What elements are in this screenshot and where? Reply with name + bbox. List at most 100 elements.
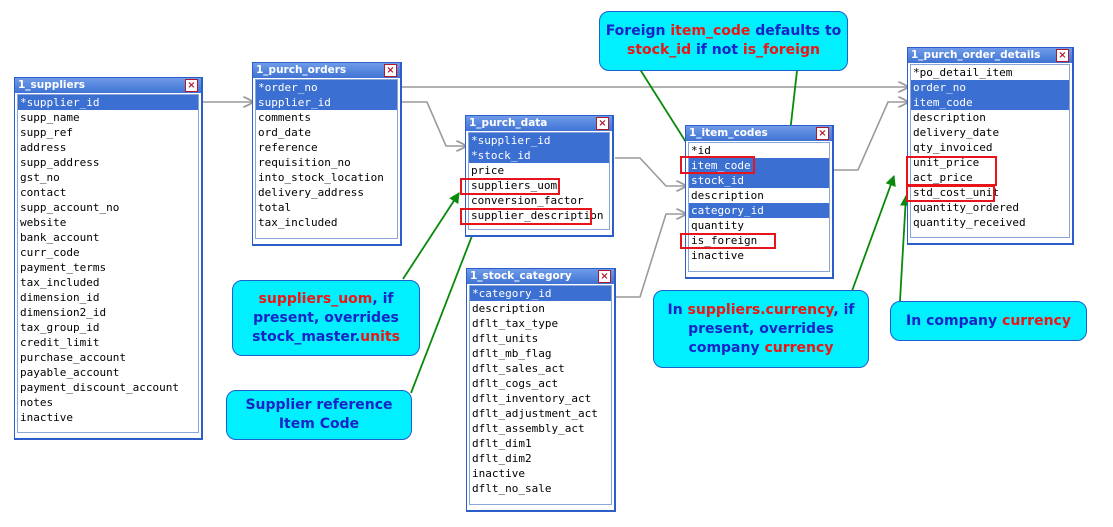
- field-row[interactable]: bank_account: [20, 231, 100, 244]
- close-icon[interactable]: ×: [598, 270, 611, 283]
- field-row[interactable]: *supplier_id: [469, 133, 609, 148]
- link-item-codes-to-order-details: [833, 102, 908, 171]
- field-row[interactable]: comments: [258, 111, 311, 124]
- field-row[interactable]: website: [20, 216, 67, 229]
- close-icon[interactable]: ×: [816, 127, 829, 140]
- field-row[interactable]: total: [258, 201, 292, 214]
- field-row[interactable]: is_foreign: [691, 234, 758, 247]
- field-row[interactable]: quantity: [691, 219, 744, 232]
- field-row[interactable]: contact: [20, 186, 67, 199]
- field-row[interactable]: payment_terms: [20, 261, 107, 274]
- note-text: In: [667, 301, 688, 318]
- field-row[interactable]: supp_ref: [20, 126, 73, 139]
- field-row[interactable]: unit_price: [913, 156, 980, 169]
- field-row[interactable]: dflt_adjustment_act: [472, 407, 598, 420]
- field-row[interactable]: tax_group_id: [20, 321, 100, 334]
- field-row[interactable]: *supplier_id: [18, 95, 198, 110]
- field-row[interactable]: supplier_id: [256, 95, 397, 110]
- field-row[interactable]: *id: [691, 144, 711, 157]
- field-row[interactable]: description: [472, 302, 545, 315]
- field-row[interactable]: credit_limit: [20, 336, 100, 349]
- table-header[interactable]: 1_purch_orders×: [253, 63, 400, 78]
- field-row[interactable]: payable_account: [20, 366, 120, 379]
- note-field-name: stock_id: [627, 42, 692, 58]
- field-row[interactable]: dflt_no_sale: [472, 482, 552, 495]
- field-row[interactable]: quantity_ordered: [913, 201, 1019, 214]
- table-header[interactable]: 1_item_codes ×: [686, 126, 832, 141]
- field-row[interactable]: supplier_description: [471, 209, 604, 222]
- field-row[interactable]: description: [691, 189, 764, 202]
- field-row[interactable]: address: [20, 141, 67, 154]
- field-row[interactable]: dflt_dim2: [472, 452, 532, 465]
- field-row[interactable]: dflt_sales_act: [472, 362, 565, 375]
- field-row[interactable]: supp_address: [20, 156, 100, 169]
- field-row[interactable]: purchase_account: [20, 351, 126, 364]
- field-row[interactable]: gst_no: [20, 171, 60, 184]
- field-row[interactable]: order_no: [911, 80, 1069, 95]
- field-row[interactable]: act_price: [913, 171, 973, 184]
- table-header[interactable]: 1_stock_category×: [467, 269, 614, 284]
- field-row[interactable]: suppliers_uom: [471, 179, 558, 192]
- field-row[interactable]: inactive: [691, 249, 744, 262]
- field-row[interactable]: qty_invoiced: [913, 141, 993, 154]
- field-row[interactable]: item_code: [689, 158, 829, 173]
- field-row[interactable]: curr_code: [20, 246, 80, 259]
- field-row[interactable]: item_code: [911, 95, 1069, 110]
- field-row[interactable]: category_id: [689, 203, 829, 218]
- field-row[interactable]: reference: [258, 141, 318, 154]
- field-row[interactable]: price: [471, 164, 505, 177]
- field-row[interactable]: dimension_id: [20, 291, 100, 304]
- field-row[interactable]: dimension2_id: [20, 306, 107, 319]
- close-icon[interactable]: ×: [384, 64, 397, 77]
- field-row[interactable]: *po_detail_item: [913, 66, 1013, 79]
- table-header[interactable]: 1_purch_order_details×: [908, 48, 1072, 63]
- note-text: Supplier reference: [245, 397, 393, 413]
- field-row[interactable]: quantity_received: [913, 216, 1026, 229]
- field-row[interactable]: dflt_mb_flag: [472, 347, 552, 360]
- close-icon[interactable]: ×: [596, 117, 609, 130]
- note-text: Foreign: [605, 23, 671, 39]
- field-row[interactable]: supp_name: [20, 111, 80, 124]
- field-row[interactable]: stock_id: [689, 173, 829, 188]
- field-row[interactable]: std_cost_unit: [913, 186, 1000, 199]
- field-row[interactable]: *stock_id: [469, 148, 609, 163]
- field-row[interactable]: requisition_no: [258, 156, 351, 169]
- field-row[interactable]: delivery_date: [913, 126, 1000, 139]
- field-row[interactable]: conversion_factor: [471, 194, 584, 207]
- field-row[interactable]: dflt_dim1: [472, 437, 532, 450]
- field-row[interactable]: dflt_assembly_act: [472, 422, 585, 435]
- highlight-item-code: [680, 156, 755, 174]
- field-row[interactable]: delivery_address: [258, 186, 364, 199]
- field-row[interactable]: ord_date: [258, 126, 311, 139]
- field-row[interactable]: tax_included: [258, 216, 338, 229]
- note-suppliers-uom: suppliers_uom, if present, overrides sto…: [232, 280, 420, 356]
- field-row[interactable]: *category_id: [470, 286, 611, 301]
- field-row[interactable]: tax_included: [20, 276, 100, 289]
- field-row[interactable]: dflt_cogs_act: [472, 377, 559, 390]
- table-header[interactable]: 1_purch_data×: [466, 116, 612, 131]
- field-row[interactable]: inactive: [20, 411, 73, 424]
- close-icon[interactable]: ×: [185, 79, 198, 92]
- close-icon[interactable]: ×: [1056, 49, 1069, 62]
- field-row[interactable]: *order_no: [256, 80, 397, 95]
- field-row[interactable]: dflt_tax_type: [472, 317, 559, 330]
- field-row[interactable]: into_stock_location: [258, 171, 384, 184]
- field-row[interactable]: supp_account_no: [20, 201, 120, 214]
- field-row[interactable]: inactive: [472, 467, 525, 480]
- table-header[interactable]: 1_suppliers×: [15, 78, 201, 93]
- field-row[interactable]: dflt_units: [472, 332, 539, 345]
- field-row[interactable]: dflt_inventory_act: [472, 392, 592, 405]
- table-title: 1_item_codes: [689, 127, 768, 139]
- field-row[interactable]: notes: [20, 396, 54, 409]
- link-stock-category-to-item-codes: [616, 214, 686, 298]
- field-row[interactable]: description: [913, 111, 986, 124]
- field-row[interactable]: payment_discount_account: [20, 381, 179, 394]
